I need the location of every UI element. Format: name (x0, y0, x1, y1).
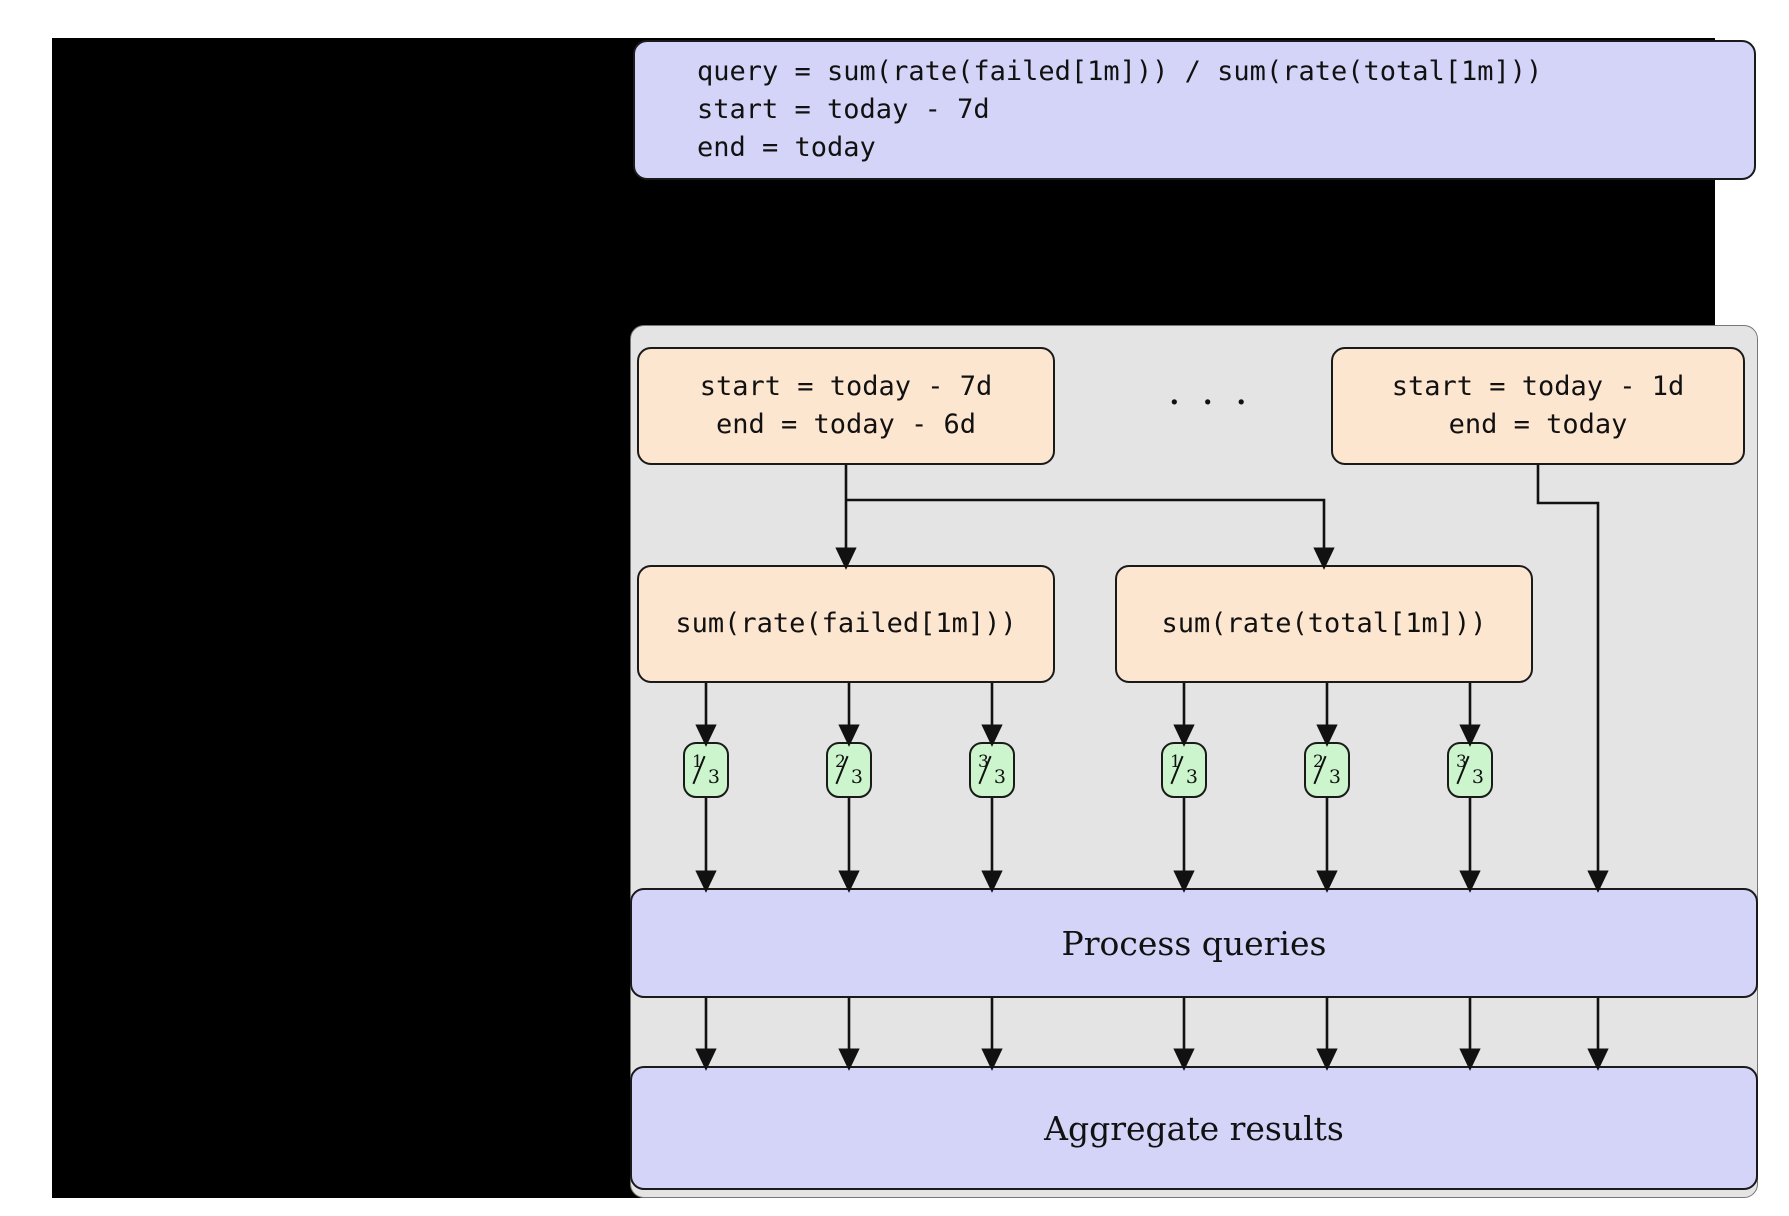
step-chip-6: 3 3 (1447, 742, 1493, 798)
subquery-total: sum(rate(total[1m])) (1115, 565, 1533, 683)
step-chip-3: 3 3 (969, 742, 1015, 798)
step-chip-1: 1 3 (683, 742, 729, 798)
subquery-failed-label: sum(rate(failed[1m])) (675, 607, 1017, 639)
shard-ellipsis: · · · (1168, 380, 1252, 426)
step-chip-5: 2 3 (1304, 742, 1350, 798)
time-shard-last: start = today - 1d end = today (1331, 347, 1745, 465)
shard-first-line-2: end = today - 6d (715, 409, 977, 440)
aggregate-results-label: Aggregate results (1044, 1108, 1344, 1148)
query-line-2: start = today - 7d (697, 93, 990, 125)
step-chip-6-denominator: 3 (1471, 766, 1484, 788)
step-chip-4-numerator: 1 (1170, 752, 1181, 772)
process-queries-label: Process queries (1061, 923, 1327, 963)
original-query-box: query = sum(rate(failed[1m])) / sum(rate… (633, 40, 1756, 180)
process-queries-stage: Process queries (630, 888, 1758, 998)
query-line-3: end = today (697, 132, 876, 164)
time-shard-first: start = today - 7d end = today - 6d (637, 347, 1055, 465)
query-line-1: query = sum(rate(failed[1m])) / sum(rate… (697, 55, 1543, 87)
step-chip-4: 1 3 (1161, 742, 1207, 798)
step-chip-2-denominator: 3 (850, 766, 863, 788)
subquery-failed: sum(rate(failed[1m])) (637, 565, 1055, 683)
aggregate-results-stage: Aggregate results (630, 1066, 1758, 1190)
shard-first-line-1: start = today - 7d (699, 370, 993, 402)
step-chip-3-numerator: 3 (978, 752, 989, 772)
step-chip-1-numerator: 1 (692, 752, 703, 772)
shard-last-line-2: end = today (1448, 409, 1628, 440)
step-chip-2: 2 3 (826, 742, 872, 798)
step-chip-4-denominator: 3 (1185, 766, 1198, 788)
step-chip-2-numerator: 2 (835, 752, 846, 772)
step-chip-5-numerator: 2 (1313, 752, 1324, 772)
step-chip-3-denominator: 3 (993, 766, 1006, 788)
subquery-total-label: sum(rate(total[1m])) (1161, 607, 1487, 639)
shard-last-line-1: start = today - 1d (1391, 370, 1685, 402)
step-chip-6-numerator: 3 (1456, 752, 1467, 772)
step-chip-1-denominator: 3 (707, 766, 720, 788)
step-chip-5-denominator: 3 (1328, 766, 1341, 788)
